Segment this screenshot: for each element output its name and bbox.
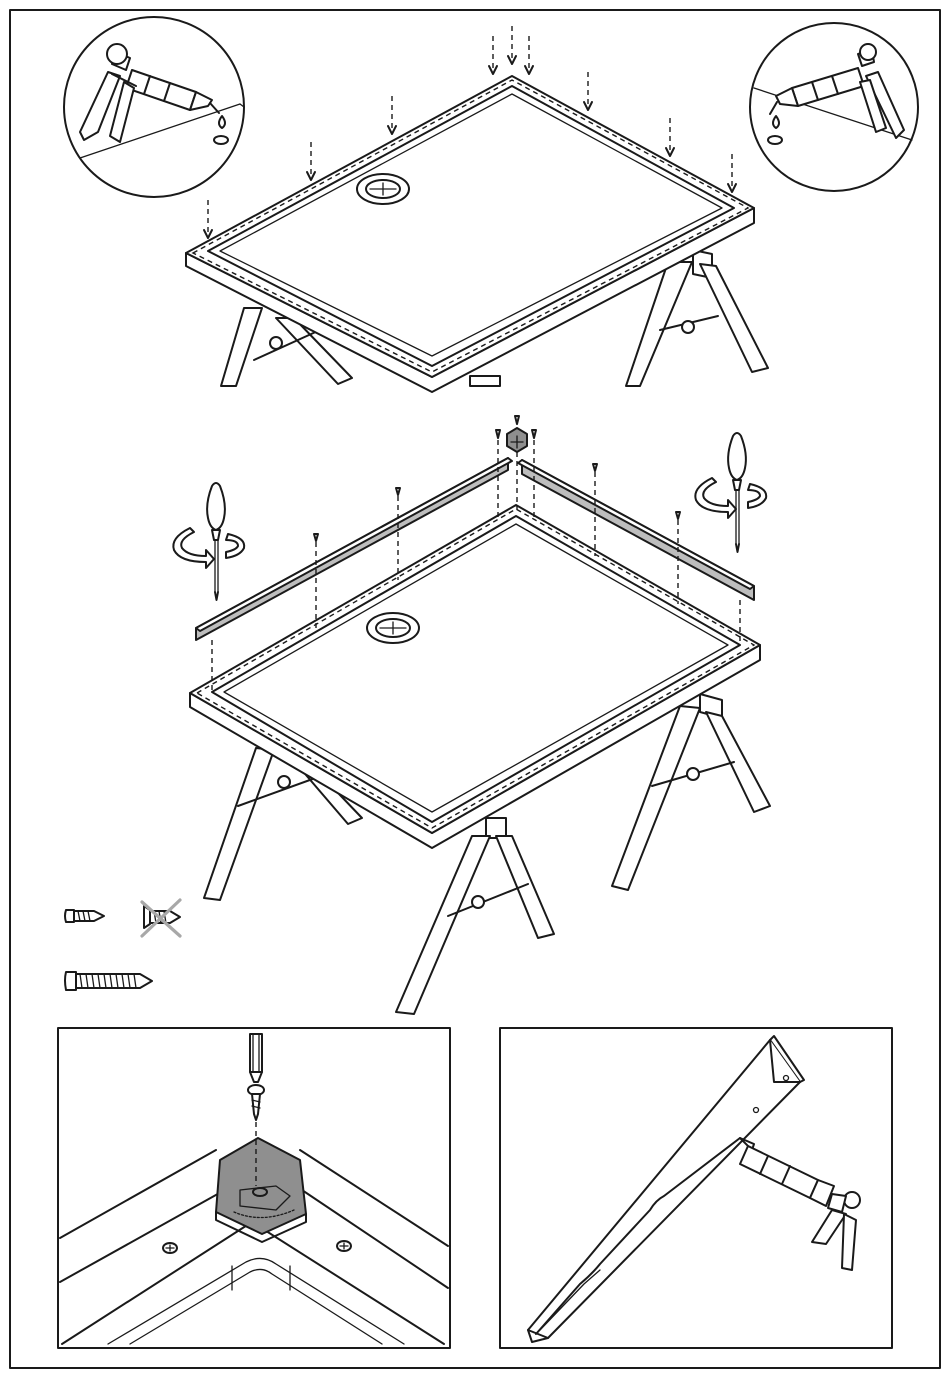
pan-head-screw-icon	[65, 910, 104, 922]
detail-seal-rail	[500, 1028, 892, 1348]
drain-icon	[357, 174, 409, 204]
step-fix-rails	[173, 416, 770, 1014]
rotate-arrow-icon	[173, 528, 244, 568]
sealant-callout-right	[750, 23, 918, 191]
detail-corner-bracket	[58, 1028, 450, 1348]
drain-icon	[367, 613, 419, 643]
corner-bracket-icon	[507, 428, 527, 452]
screw-legend	[65, 900, 180, 990]
step-apply-sealant	[64, 17, 918, 392]
sealant-callout-left	[64, 17, 244, 197]
screwdriver-icon	[207, 483, 225, 600]
countersunk-screw-icon	[142, 900, 180, 936]
rotate-arrow-icon	[695, 478, 766, 518]
long-screw-icon	[65, 972, 152, 990]
screwdriver-icon	[728, 433, 746, 552]
